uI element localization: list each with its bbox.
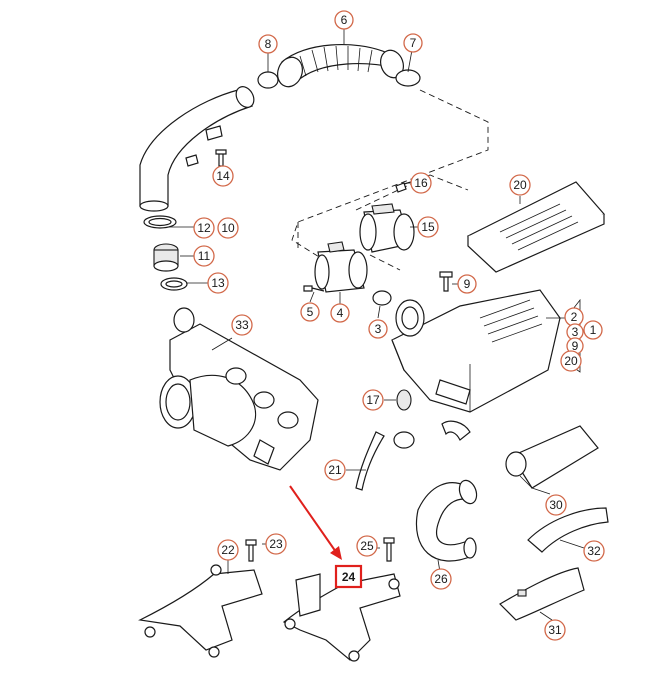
throttle-housing	[314, 241, 392, 306]
svg-text:33: 33	[235, 318, 249, 332]
callout-33[interactable]: 33	[231, 314, 253, 336]
svg-text:1: 1	[590, 323, 597, 337]
bracket-left	[138, 539, 263, 658]
callout-15[interactable]: 15	[417, 216, 439, 238]
callout-11[interactable]: 11	[193, 245, 215, 267]
svg-text:24: 24	[342, 570, 356, 584]
svg-text:14: 14	[216, 169, 230, 183]
callout-1[interactable]: 1	[583, 320, 603, 340]
svg-text:31: 31	[548, 623, 562, 637]
callout-25[interactable]: 25	[356, 535, 378, 557]
svg-text:32: 32	[587, 544, 601, 558]
callout-9-bolt[interactable]: 9	[457, 274, 477, 294]
callout-7[interactable]: 7	[403, 33, 423, 53]
pipe-clamps	[143, 215, 188, 291]
svg-text:3: 3	[375, 322, 382, 336]
svg-text:4: 4	[337, 306, 344, 320]
svg-text:2: 2	[571, 310, 578, 324]
svg-text:9: 9	[572, 339, 579, 353]
callout-8[interactable]: 8	[258, 34, 278, 54]
air-filter-lid	[466, 181, 605, 273]
svg-text:17: 17	[366, 393, 380, 407]
svg-text:16: 16	[414, 176, 428, 190]
svg-text:25: 25	[360, 539, 374, 553]
svg-text:12: 12	[197, 221, 211, 235]
svg-text:15: 15	[421, 220, 435, 234]
intake-hose	[415, 479, 478, 562]
callout-10[interactable]: 10	[217, 217, 239, 239]
svg-text:11: 11	[198, 249, 211, 263]
callout-23[interactable]: 23	[265, 533, 287, 555]
svg-text:13: 13	[211, 276, 225, 290]
turbocharger-manifold	[159, 307, 319, 471]
callout-24-highlighted[interactable]: 24	[334, 564, 363, 589]
callout-6[interactable]: 6	[334, 10, 354, 30]
callout-4[interactable]: 4	[330, 303, 350, 323]
svg-text:10: 10	[221, 221, 235, 235]
svg-text:7: 7	[410, 36, 417, 50]
callout-13[interactable]: 13	[207, 272, 229, 294]
svg-text:20: 20	[564, 354, 578, 368]
air-mass-meter	[359, 203, 415, 253]
breather-hose	[355, 420, 471, 491]
air-filter-housing	[391, 289, 561, 413]
svg-text:22: 22	[221, 543, 235, 557]
callout-17[interactable]: 17	[362, 389, 384, 411]
callout-31[interactable]: 31	[544, 619, 566, 641]
air-intake-duct	[505, 425, 599, 489]
charge-air-pipe-upper	[139, 86, 255, 212]
assembly-guide-lines	[291, 89, 489, 281]
callout-21[interactable]: 21	[324, 459, 346, 481]
callout-30[interactable]: 30	[545, 494, 567, 516]
callout-2[interactable]: 2	[564, 307, 584, 327]
svg-text:26: 26	[434, 572, 448, 586]
svg-text:8: 8	[265, 37, 272, 51]
svg-text:21: 21	[328, 463, 342, 477]
callout-22[interactable]: 22	[217, 539, 239, 561]
bracket-right	[282, 537, 401, 662]
svg-text:5: 5	[307, 305, 314, 319]
callout-5[interactable]: 5	[300, 302, 320, 322]
lower-cover	[499, 567, 585, 621]
small-fasteners	[215, 149, 453, 292]
callout-20-filter[interactable]: 20	[560, 350, 582, 372]
corrugated-hose	[257, 44, 421, 89]
callout-12[interactable]: 12	[193, 217, 215, 239]
callout-3-seal[interactable]: 3	[368, 319, 388, 339]
svg-text:20: 20	[513, 178, 527, 192]
svg-text:6: 6	[341, 13, 348, 27]
callout-32[interactable]: 32	[583, 540, 605, 562]
callout-14[interactable]: 14	[212, 165, 234, 187]
callout-16[interactable]: 16	[410, 172, 432, 194]
svg-text:23: 23	[269, 537, 283, 551]
callout-26[interactable]: 26	[430, 568, 452, 590]
air-guide	[527, 507, 609, 553]
highlight-arrow	[289, 485, 342, 560]
svg-text:3: 3	[572, 325, 579, 339]
rubber-mount	[396, 389, 412, 411]
callout-20-lid[interactable]: 20	[509, 174, 531, 196]
svg-text:9: 9	[464, 277, 471, 291]
svg-text:30: 30	[549, 498, 563, 512]
